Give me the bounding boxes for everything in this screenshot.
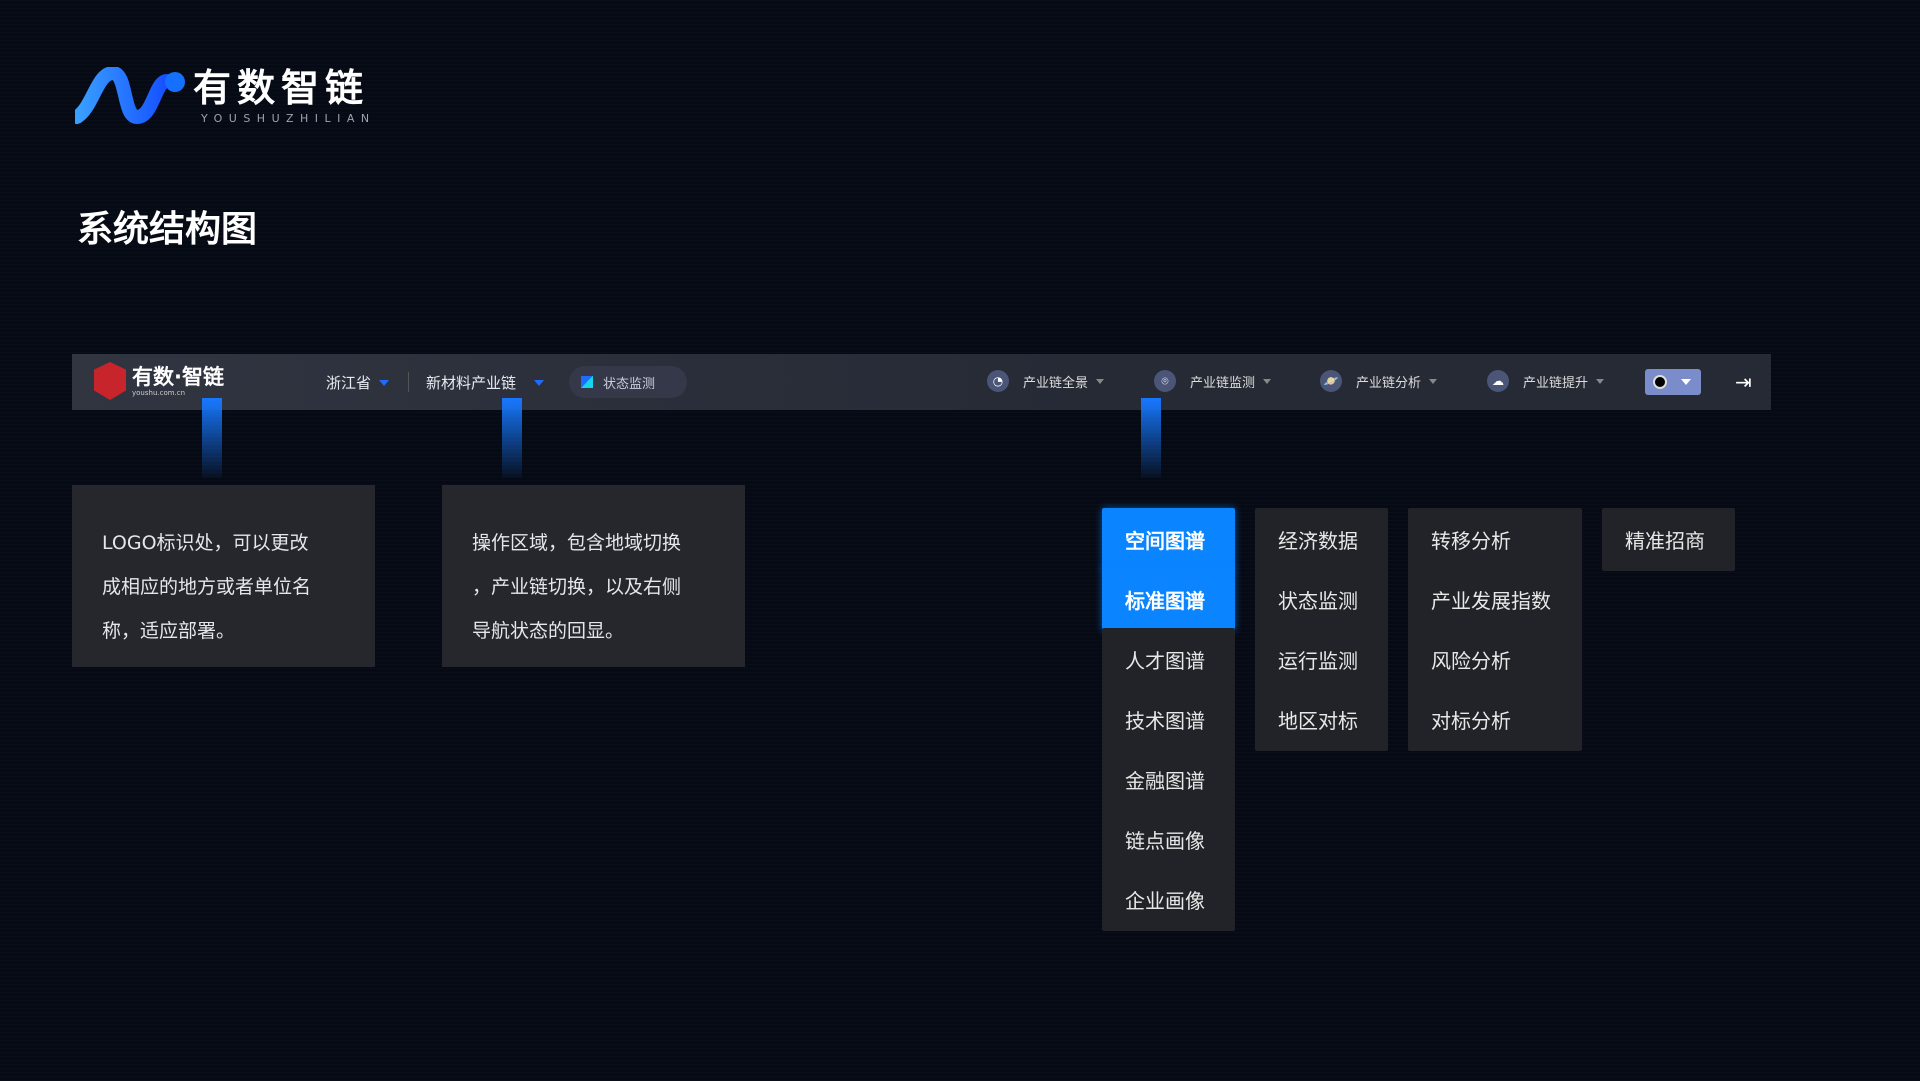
menu-panorama[interactable]: ◔ 产业链全景	[987, 370, 1105, 392]
chain-select[interactable]: 新材料产业链	[426, 372, 545, 393]
divider	[408, 372, 409, 392]
theme-toggle[interactable]	[1645, 369, 1701, 395]
region-select[interactable]: 浙江省	[326, 372, 390, 393]
menu-label: 产业链分析	[1356, 375, 1422, 391]
module-button[interactable]: 精准招商	[1602, 508, 1735, 571]
menu-label: 产业链提升	[1523, 375, 1589, 391]
chain-label: 新材料产业链	[426, 374, 517, 392]
module-button[interactable]: 金融图谱	[1102, 748, 1235, 811]
page-title: 系统结构图	[77, 209, 258, 250]
logo-description: LOGO标识处，可以更改 成相应的地方或者单位名 称，适应部署。	[72, 485, 375, 667]
chevron-down-icon	[379, 379, 390, 386]
chevron-down-icon	[1681, 379, 1691, 385]
menu-monitor[interactable]: ⌾ 产业链监测	[1154, 370, 1272, 392]
module-button[interactable]: 转移分析	[1408, 508, 1582, 571]
operation-description: 操作区域，包含地域切换 ，产业链切换，以及右侧 导航状态的回显。	[442, 485, 745, 667]
module-button[interactable]: 标准图谱	[1102, 568, 1235, 631]
chevron-down-icon	[1096, 378, 1105, 384]
desc-line: LOGO标识处，可以更改	[102, 532, 309, 554]
menu-label: 产业链全景	[1023, 375, 1089, 391]
module-button[interactable]: 企业画像	[1102, 868, 1235, 931]
navbar-logo-domain: youshu.com.cn	[132, 389, 186, 397]
module-button[interactable]: 人才图谱	[1102, 628, 1235, 691]
navbar-logo-name: 有数·智链	[132, 365, 224, 389]
desc-line: 操作区域，包含地域切换	[472, 532, 682, 554]
connector-line	[202, 398, 222, 478]
shield-search-icon: ⌾	[1154, 370, 1176, 392]
desc-line: 成相应的地方或者单位名	[102, 576, 312, 598]
module-button[interactable]: 对标分析	[1408, 688, 1582, 751]
desc-line: 称，适应部署。	[102, 620, 236, 642]
connector-line	[1141, 398, 1161, 478]
status-icon	[581, 376, 593, 388]
region-label: 浙江省	[326, 374, 372, 392]
module-button[interactable]: 空间图谱	[1102, 508, 1235, 571]
menu-label: 产业链监测	[1190, 375, 1256, 391]
module-button[interactable]: 状态监测	[1255, 568, 1388, 631]
module-button[interactable]: 运行监测	[1255, 628, 1388, 691]
module-button[interactable]: 技术图谱	[1102, 688, 1235, 751]
logo-shield-icon	[94, 362, 126, 400]
module-button[interactable]: 风险分析	[1408, 628, 1582, 691]
brand-logo: 有数智链 YOUSHUZHILIAN	[70, 65, 376, 125]
module-button[interactable]: 链点画像	[1102, 808, 1235, 871]
connector-line	[502, 398, 522, 478]
module-button[interactable]: 产业发展指数	[1408, 568, 1582, 631]
module-button[interactable]: 地区对标	[1255, 688, 1388, 751]
pie-chart-icon: ◔	[987, 370, 1009, 392]
status-pill[interactable]: 状态监测	[569, 366, 687, 398]
chevron-down-icon	[1263, 378, 1272, 384]
planet-icon: 🪐	[1320, 370, 1342, 392]
desc-line: ，产业链切换，以及右侧	[472, 576, 682, 598]
module-button[interactable]: 经济数据	[1255, 508, 1388, 571]
chevron-down-icon	[534, 379, 545, 386]
cloud-upload-icon: ☁	[1487, 370, 1509, 392]
chevron-down-icon	[1429, 378, 1438, 384]
brand-wave-icon	[70, 65, 185, 125]
logout-icon[interactable]: ⇥	[1735, 370, 1752, 394]
menu-upgrade[interactable]: ☁ 产业链提升	[1487, 370, 1605, 392]
menu-analysis[interactable]: 🪐 产业链分析	[1320, 370, 1438, 392]
status-label: 状态监测	[603, 376, 656, 392]
brand-name: 有数智链	[193, 66, 370, 110]
theme-toggle-icon	[1653, 375, 1667, 389]
chevron-down-icon	[1596, 378, 1605, 384]
brand-subtitle: YOUSHUZHILIAN	[201, 112, 376, 125]
desc-line: 导航状态的回显。	[472, 620, 625, 642]
